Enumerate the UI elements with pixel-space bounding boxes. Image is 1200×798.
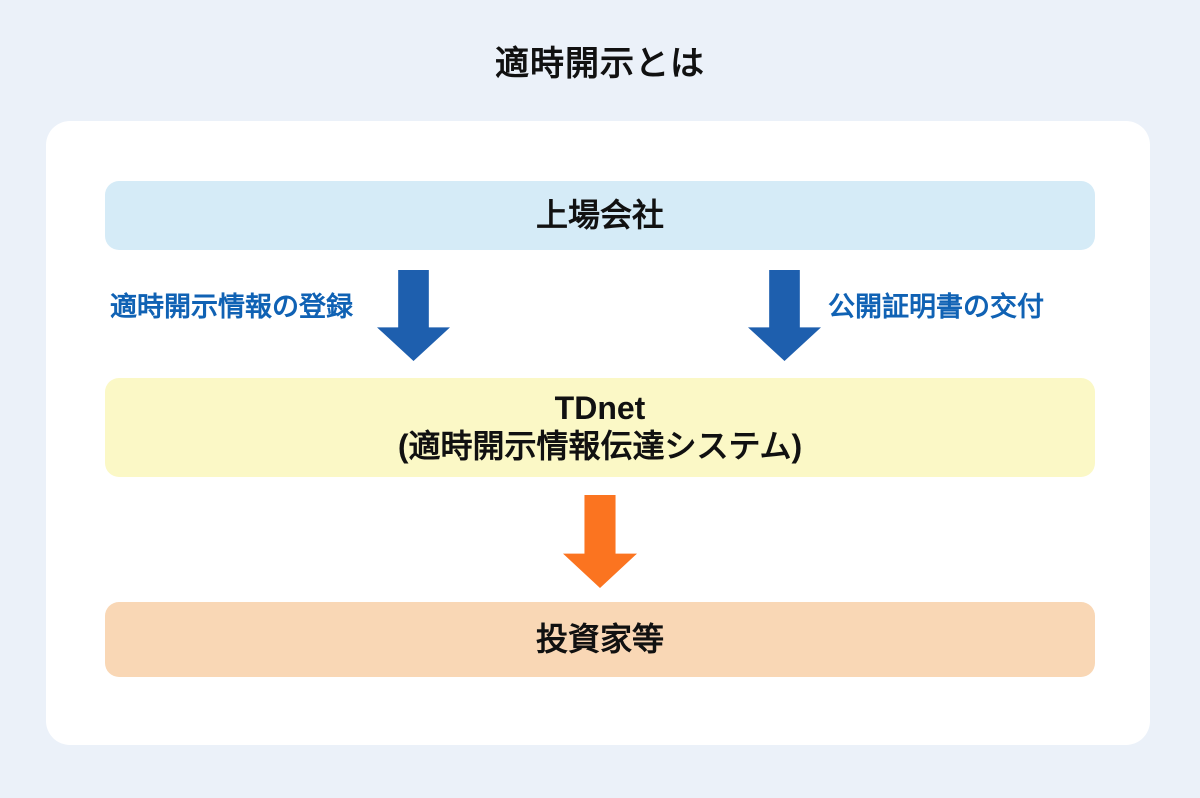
node-tdnet-label-line1: TDnet — [554, 389, 646, 426]
node-investors: 投資家等 — [105, 602, 1095, 677]
edge-label-certificate: 公開証明書の交付 — [828, 292, 1044, 322]
node-tdnet: TDnet (適時開示情報伝達システム) — [105, 378, 1095, 477]
page-title: 適時開示とは — [495, 45, 705, 83]
down-arrow-icon-deliver — [563, 495, 637, 588]
down-arrow-icon-certificate — [748, 270, 821, 361]
diagram-card: 上場会社 適時開示情報の登録 公開証明書の交付 TDnet (適時開示情報伝達シ… — [46, 121, 1150, 745]
edge-label-register: 適時開示情報の登録 — [110, 292, 353, 322]
down-arrow-icon-register — [377, 270, 450, 361]
node-listed-company-label: 上場会社 — [535, 196, 664, 233]
node-investors-label: 投資家等 — [535, 620, 664, 657]
node-tdnet-label-line2: (適時開示情報伝達システム) — [397, 427, 803, 464]
node-listed-company: 上場会社 — [105, 181, 1095, 250]
